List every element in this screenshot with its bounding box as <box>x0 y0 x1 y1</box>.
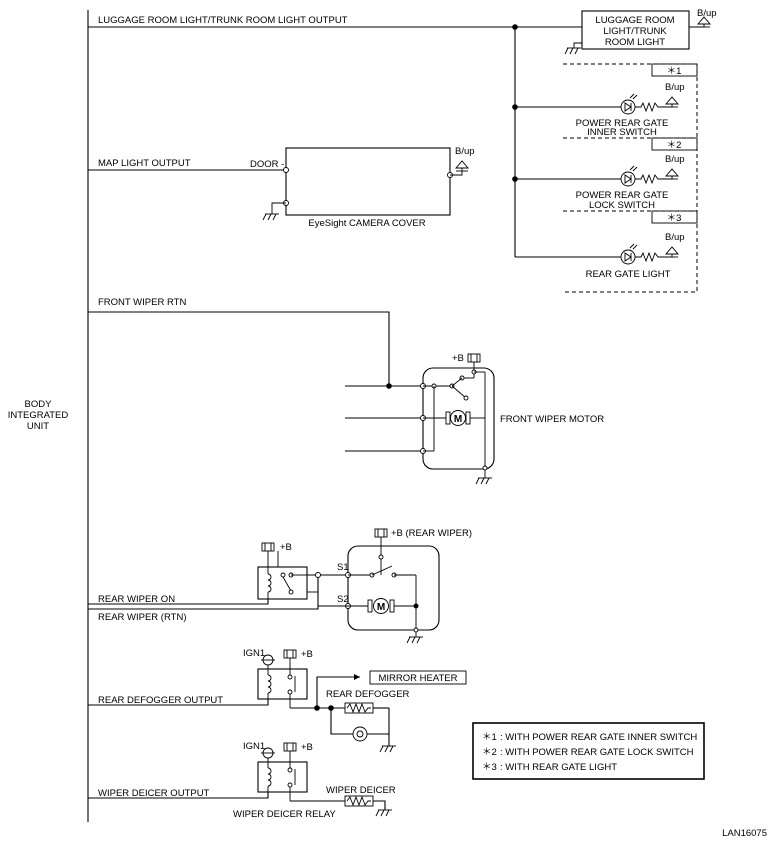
led-icon-inner-switch <box>620 93 638 115</box>
rear-defogger-output-label: REAR DEFOGGER OUTPUT <box>98 695 223 706</box>
camera-cover-box <box>285 147 451 216</box>
lock-switch-label-2: LOCK SWITCH <box>589 200 655 211</box>
luggage-output-label: LUGGAGE ROOM LIGHT/TRUNK ROOM LIGHT OUTP… <box>98 15 348 26</box>
door-terminal-label: DOOR - <box>250 159 284 170</box>
inner-switch-label-1: POWER REAR GATE <box>576 118 669 129</box>
luggage-light-label-3: ROOM LIGHT <box>605 37 665 48</box>
rear-wiper-motor-box <box>347 545 440 631</box>
figure-id: LAN16075 <box>722 828 767 839</box>
front-wiper-rtn-label: FRONT WIPER RTN <box>98 297 186 308</box>
luggage-light-box <box>581 10 690 50</box>
legend-mark-3: ＊3 <box>482 762 497 773</box>
option-tag-2 <box>651 137 698 151</box>
s1-label: S1 <box>337 562 349 573</box>
svg-text:＊3: ＊3 <box>667 213 682 224</box>
wiper-deicer-relay-label: WIPER DEICER RELAY <box>233 809 336 820</box>
option-tag-3 <box>651 210 698 224</box>
luggage-light-label-1: LUGGAGE ROOM <box>595 15 674 26</box>
motor-symbol-front: M <box>454 414 462 425</box>
wiper-deicer-output-label: WIPER DEICER OUTPUT <box>98 788 210 799</box>
mirror-heater-box <box>369 670 467 685</box>
svg-text:＊2: ＊2 <box>667 140 682 151</box>
motor-symbol-rear: M <box>377 602 385 613</box>
svg-text:B/up: B/up <box>665 82 685 93</box>
svg-text:B/up: B/up <box>665 154 685 165</box>
legend-mark-2: ＊2 <box>482 747 497 758</box>
svg-text:＊1: ＊1 <box>667 66 682 77</box>
svg-text:+B: +B <box>301 649 313 660</box>
rear-wiper-relay <box>257 566 308 600</box>
unit-label-1: BODY <box>25 399 53 410</box>
camera-cover-label: EyeSight CAMERA COVER <box>308 218 425 229</box>
legend-mark-1: ＊1 <box>482 732 497 743</box>
legend-text-2: : WITH POWER REAR GATE LOCK SWITCH <box>500 747 694 758</box>
svg-text:+B: +B <box>280 542 292 553</box>
rear-wiper-on-label: REAR WIPER ON <box>98 594 175 605</box>
svg-text:B/up: B/up <box>455 146 475 157</box>
ign1-label-deicer: IGN1 <box>243 741 265 752</box>
luggage-light-label-2: LIGHT/TRUNK <box>603 26 667 37</box>
rear-wiper-supply-label: +B (REAR WIPER) <box>391 528 472 539</box>
rear-gate-light-label: REAR GATE LIGHT <box>586 269 671 280</box>
svg-text:B/up: B/up <box>665 232 685 243</box>
s2-label: S2 <box>337 594 349 605</box>
rear-defogger-relay <box>257 668 308 700</box>
led-icon-lock-switch <box>620 165 638 187</box>
wiper-deicer-relay <box>257 761 308 793</box>
lock-switch-label-1: POWER REAR GATE <box>576 190 669 201</box>
unit-label-2: INTEGRATED <box>8 410 69 421</box>
rear-defogger-label: REAR DEFOGGER <box>326 689 410 700</box>
inner-switch-label-2: INNER SWITCH <box>587 127 657 138</box>
unit-label-3: UNIT <box>27 421 49 432</box>
option-tag-1 <box>651 63 698 77</box>
mirror-heater-label: MIRROR HEATER <box>379 673 458 684</box>
led-icon-rear-gate-light <box>620 243 638 265</box>
rear-wiper-rtn-label: REAR WIPER (RTN) <box>98 612 187 623</box>
legend-box <box>472 722 705 780</box>
front-wiper-motor-label: FRONT WIPER MOTOR <box>500 414 604 425</box>
svg-text:+B: +B <box>301 742 313 753</box>
bup-label-luggage: B/up <box>697 8 717 19</box>
map-light-output-label: MAP LIGHT OUTPUT <box>98 158 191 169</box>
legend-text-3: : WITH REAR GATE LIGHT <box>500 762 617 773</box>
legend-text-1: : WITH POWER REAR GATE INNER SWITCH <box>500 732 697 743</box>
ign1-label-defogger: IGN1 <box>243 648 265 659</box>
wiper-deicer-label: WIPER DEICER <box>326 785 396 796</box>
svg-text:+B: +B <box>452 353 464 364</box>
